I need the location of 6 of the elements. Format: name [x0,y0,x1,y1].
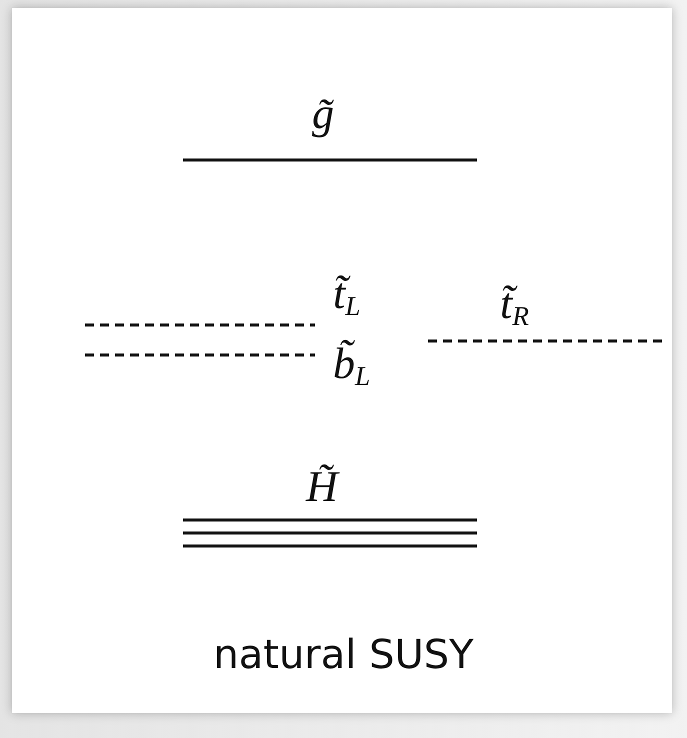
particle-label: H̃ [306,465,338,509]
particle-label: b̃$_{L}$ [333,342,370,390]
particle-label: g̃ [312,92,334,136]
caption: natural SUSY [212,632,475,678]
particle-label: t̃$_{R}$ [500,282,529,330]
particle-label: t̃$_{L}$ [333,272,360,320]
